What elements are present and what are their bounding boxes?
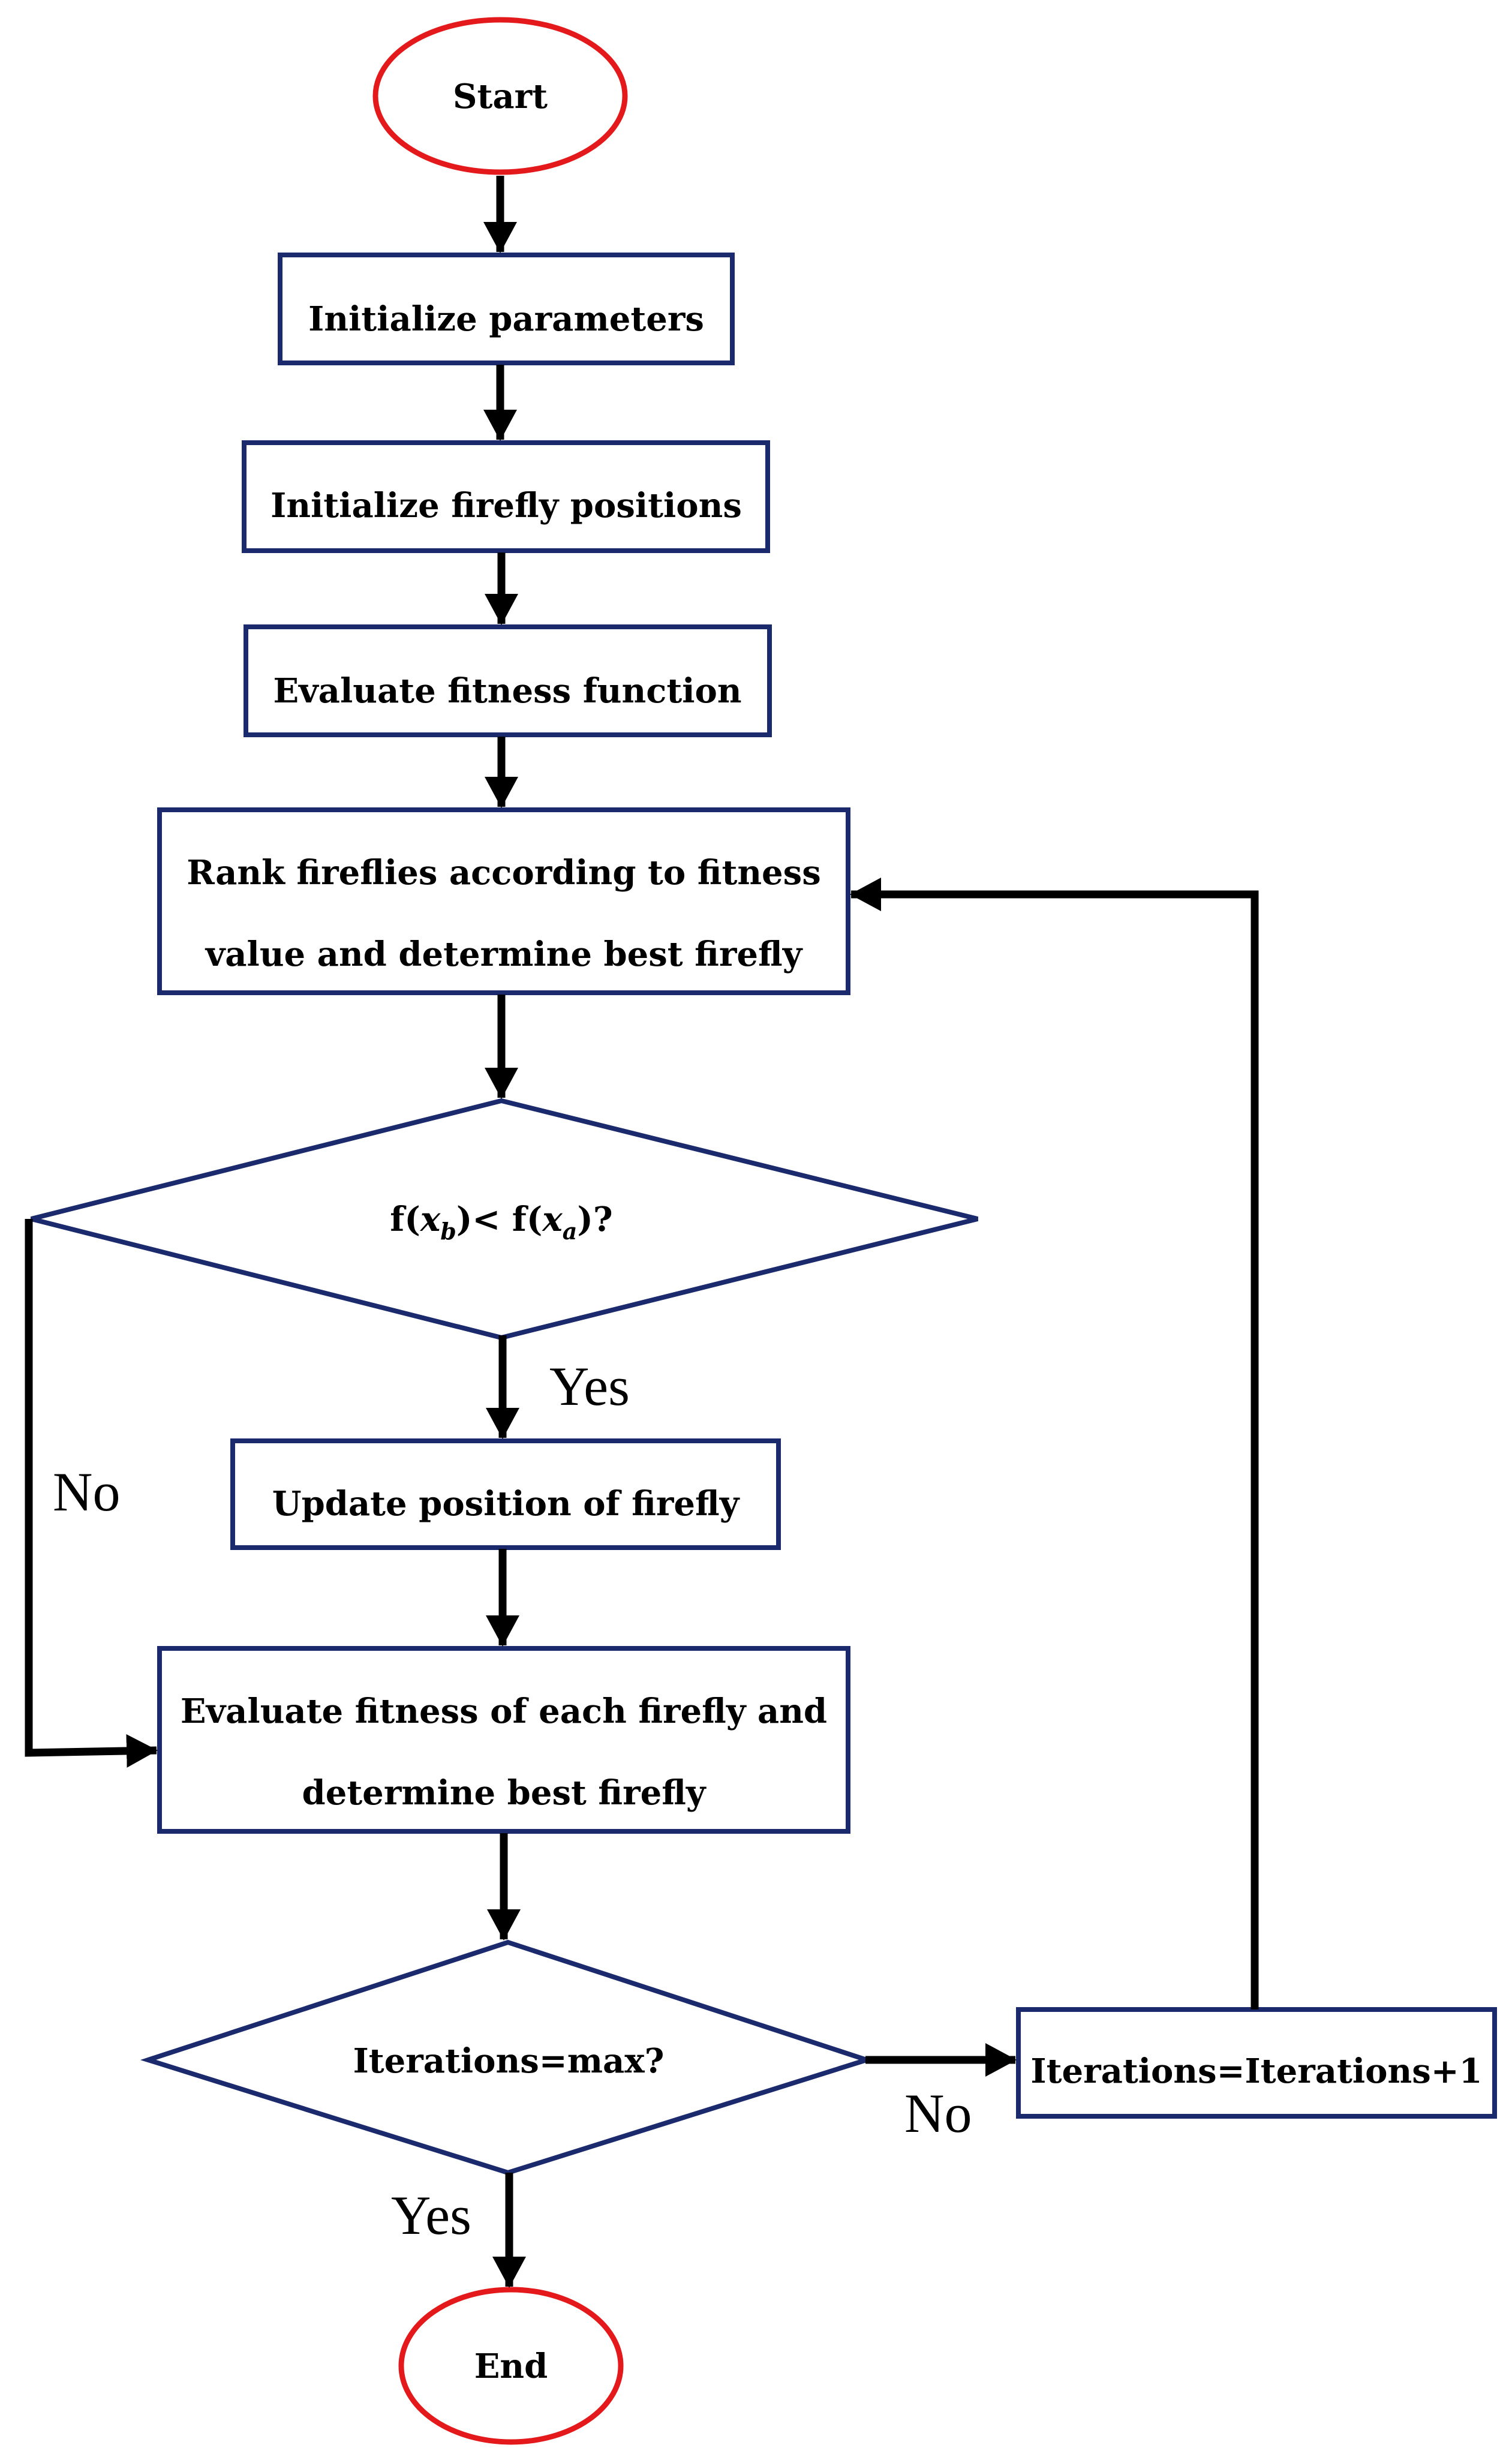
start-terminal: Start [372, 17, 628, 175]
init-positions-box: Initialize firefly positions [242, 440, 770, 553]
evaluate-each-box: Evaluate fitness of each firefly and det… [157, 1646, 850, 1834]
end-label: End [474, 2347, 548, 2386]
init-parameters-box: Initialize parameters [278, 253, 735, 365]
init-positions-label: Initialize firefly positions [270, 486, 742, 525]
connectors [25, 176, 1259, 2288]
arrow-compare-no-to-evaluate-each [25, 1219, 158, 1768]
evaluate-fitness-box: Evaluate fitness function [244, 624, 772, 737]
update-position-label: Update position of firefly [272, 1484, 740, 1524]
rank-label-line2: value and determine best firefly [205, 935, 803, 974]
evaluate-each-label-line2: determine best firefly [302, 1773, 707, 1813]
evaluate-fitness-label: Evaluate fitness function [273, 671, 741, 711]
iteration-increment-box: Iterations=Iterations+1 [1016, 2007, 1497, 2119]
arrow-increment-back-to-rank [850, 878, 1259, 2010]
iteration-check-diamond: Iterations=max? [140, 1939, 875, 2176]
iteration-yes-label: Yes [391, 2185, 471, 2246]
init-parameters-label: Initialize parameters [308, 299, 704, 339]
iteration-no-label: No [904, 2083, 972, 2144]
iteration-check-label: Iterations=max? [353, 2041, 665, 2081]
evaluate-each-label-line1: Evaluate fitness of each firefly and [181, 1692, 827, 1731]
compare-decision-diamond: f(xb)< f(xa)? [31, 1098, 978, 1341]
rank-fireflies-box: Rank fireflies according to fitness valu… [157, 807, 850, 995]
rank-label-line1: Rank fireflies according to fitness [187, 853, 820, 893]
compare-condition: f(xb)< f(xa)? [390, 1200, 612, 1245]
iteration-increment-label: Iterations=Iterations+1 [1030, 2051, 1482, 2091]
compare-yes-label: Yes [549, 1356, 630, 1417]
end-terminal: End [398, 2287, 624, 2445]
compare-no-label: No [53, 1461, 120, 1522]
update-position-box: Update position of firefly [230, 1438, 781, 1550]
start-label: Start [453, 77, 548, 116]
